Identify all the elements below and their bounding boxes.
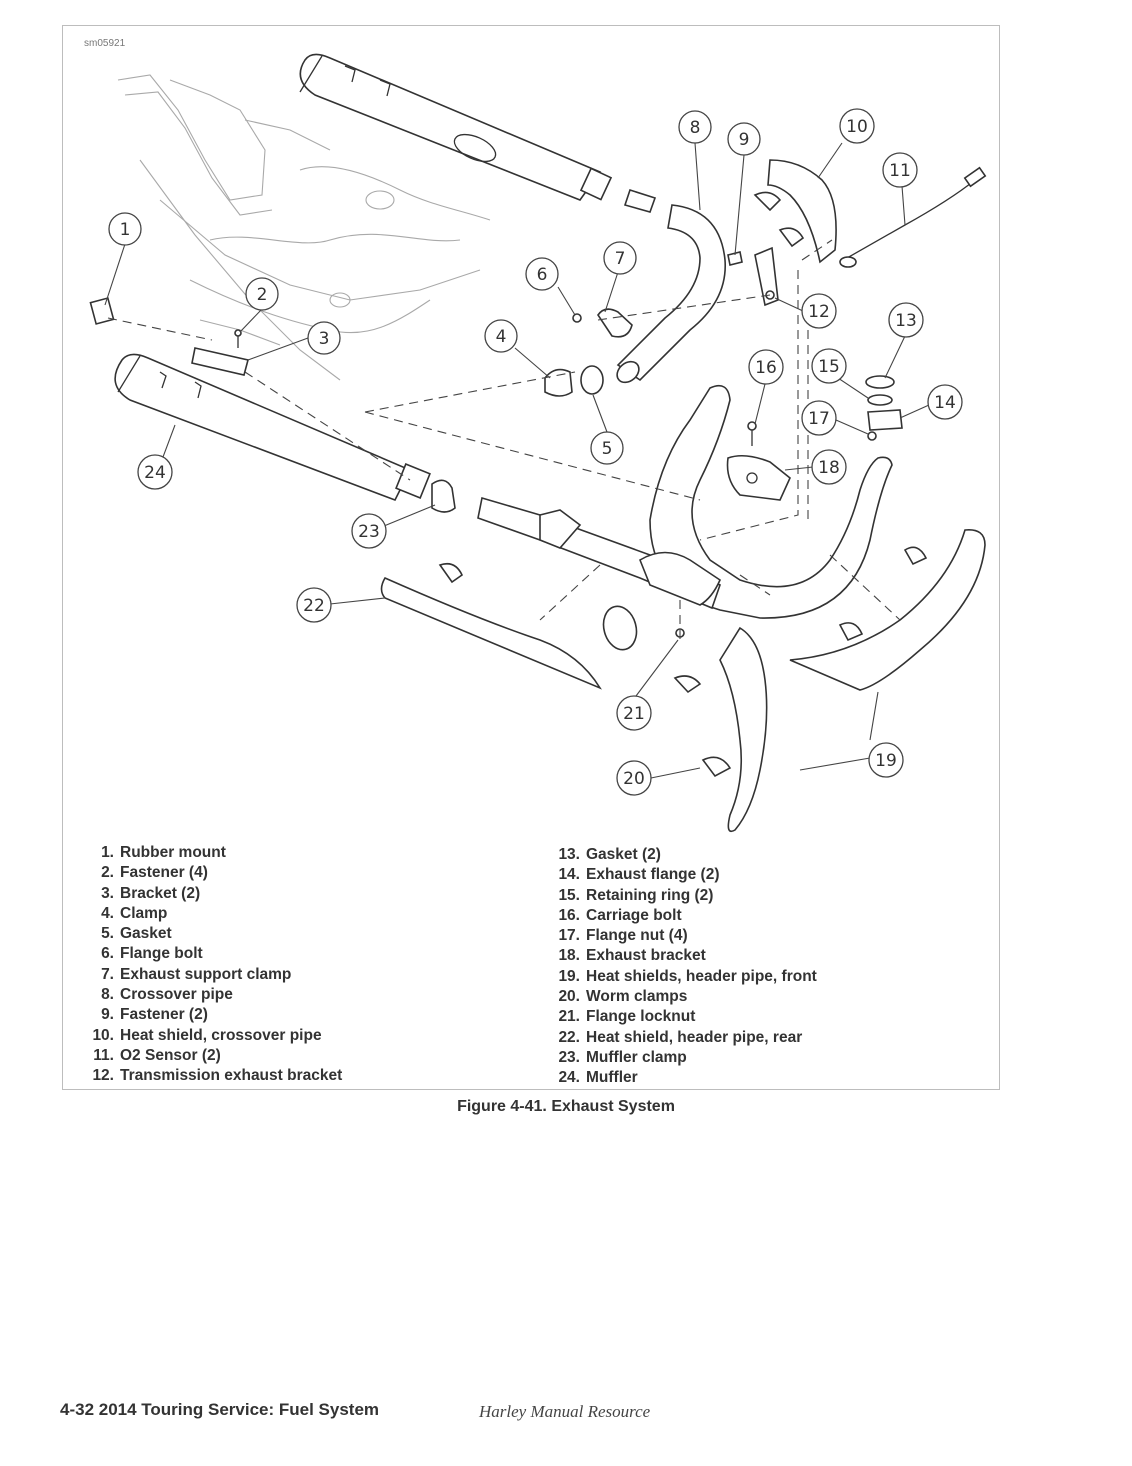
svg-text:22: 22 <box>303 596 325 616</box>
svg-text:2: 2 <box>257 285 268 305</box>
figure-frame <box>62 25 1000 1090</box>
svg-text:21: 21 <box>623 704 645 724</box>
legend-item: 20.Worm clamps <box>558 988 688 1006</box>
legend-item: 1.Rubber mount <box>101 844 226 861</box>
exhaust-bracket <box>726 421 791 501</box>
legend-item: 14.Exhaust flange (2) <box>558 866 720 884</box>
callout-7: 7 <box>603 241 637 275</box>
legend-item: 24.Muffler <box>558 1069 638 1087</box>
callout-16: 16 <box>748 349 784 385</box>
o2-sensor <box>839 166 987 268</box>
svg-text:17: 17 <box>808 409 830 429</box>
crossover-pipe <box>544 188 726 397</box>
svg-text:18: 18 <box>818 458 840 478</box>
leader-lines <box>104 142 930 779</box>
svg-text:12: 12 <box>808 302 830 322</box>
transmission-exhaust-bracket <box>727 246 779 307</box>
figure-id-label: sm05921 <box>84 38 126 49</box>
callout-11: 11 <box>882 152 918 188</box>
svg-text:7: 7 <box>615 249 626 269</box>
callout-22: 22 <box>296 587 332 623</box>
callout-13: 13 <box>888 302 924 338</box>
legend-item: 17.Flange nut (4) <box>558 927 688 945</box>
legend-item: 23.Muffler clamp <box>558 1048 687 1066</box>
svg-text:19: 19 <box>875 751 897 771</box>
callout-12: 12 <box>801 293 837 329</box>
svg-text:8: 8 <box>690 118 701 138</box>
assembly-lines <box>107 239 901 640</box>
legend-item: 13.Gasket (2) <box>558 846 661 863</box>
svg-text:9: 9 <box>739 130 750 150</box>
legend-item: 10.Heat shield, crossover pipe <box>92 1026 322 1044</box>
callout-19: 19 <box>868 742 904 778</box>
svg-text:5: 5 <box>602 439 613 459</box>
callout-6: 6 <box>525 257 559 291</box>
legend-item: 11.O2 Sensor (2) <box>93 1046 221 1064</box>
figure-caption: Figure 4-41. Exhaust System <box>457 1098 675 1115</box>
svg-text:11: 11 <box>889 161 911 181</box>
legend-item: 21.Flange locknut <box>558 1008 696 1026</box>
crossover-heat-shield <box>753 159 837 264</box>
callout-20: 20 <box>616 760 652 796</box>
callout-5: 5 <box>590 431 624 465</box>
legend-item: 22.Heat shield, header pipe, rear <box>558 1028 803 1046</box>
legend-item: 5.Gasket <box>101 925 172 943</box>
callout-8: 8 <box>678 110 712 144</box>
legend-item: 19.Heat shields, header pipe, front <box>558 967 817 985</box>
callout-3: 3 <box>307 321 341 355</box>
legend-item: 4.Clamp <box>101 904 168 922</box>
legend-item: 3.Bracket (2) <box>101 884 201 902</box>
svg-text:13: 13 <box>895 311 917 331</box>
svg-text:20: 20 <box>623 769 645 789</box>
callout-24: 24 <box>137 454 173 490</box>
flange-assembly <box>865 375 903 441</box>
svg-text:15: 15 <box>818 357 840 377</box>
svg-text:23: 23 <box>358 522 380 542</box>
legend-item: 12.Transmission exhaust bracket <box>92 1067 343 1085</box>
svg-text:4: 4 <box>496 327 507 347</box>
legend-right-column: 13.Gasket (2) 14.Exhaust flange (2) 15.R… <box>556 845 817 1089</box>
callout-10: 10 <box>839 108 875 144</box>
callout-15: 15 <box>811 348 847 384</box>
callout-9: 9 <box>727 122 761 156</box>
callout-1: 1 <box>108 212 142 246</box>
footer-watermark: Harley Manual Resource <box>479 1402 651 1421</box>
page-footer-label: 4-32 2014 Touring Service: Fuel System <box>60 1400 380 1419</box>
callout-21: 21 <box>616 695 652 731</box>
legend-item: 2.Fastener (4) <box>101 864 208 882</box>
callout-17: 17 <box>801 400 837 436</box>
lower-muffler <box>114 353 431 502</box>
svg-text:24: 24 <box>144 463 166 483</box>
callout-14: 14 <box>927 384 963 420</box>
legend-item: 6.Flange bolt <box>101 945 203 963</box>
callout-23: 23 <box>351 513 387 549</box>
clamps <box>431 479 928 778</box>
legend-item: 16.Carriage bolt <box>558 906 682 924</box>
exhaust-system-diagram: 1 2 3 4 5 6 7 8 9 10 11 12 13 14 15 16 1… <box>89 53 987 833</box>
svg-text:3: 3 <box>319 329 330 349</box>
legend-item: 8.Crossover pipe <box>101 986 233 1004</box>
legend-item: 9.Fastener (2) <box>101 1006 208 1024</box>
header-heat-shields <box>380 528 986 691</box>
legend-item: 18.Exhaust bracket <box>558 947 706 965</box>
upper-muffler <box>299 53 613 201</box>
svg-text:14: 14 <box>934 393 956 413</box>
callout-2: 2 <box>245 277 279 311</box>
svg-text:10: 10 <box>846 117 868 137</box>
rubber-mount-and-bracket <box>89 297 249 376</box>
callout-4: 4 <box>484 319 518 353</box>
svg-text:1: 1 <box>120 220 131 240</box>
legend-item: 15.Retaining ring (2) <box>558 886 714 904</box>
svg-text:16: 16 <box>755 358 777 378</box>
callout-18: 18 <box>811 449 847 485</box>
legend-item: 7.Exhaust support clamp <box>101 965 292 983</box>
header-pipes <box>477 384 893 833</box>
legend-left-column: 1.Rubber mount 2.Fastener (4) 3.Bracket … <box>84 843 342 1087</box>
svg-text:6: 6 <box>537 265 548 285</box>
